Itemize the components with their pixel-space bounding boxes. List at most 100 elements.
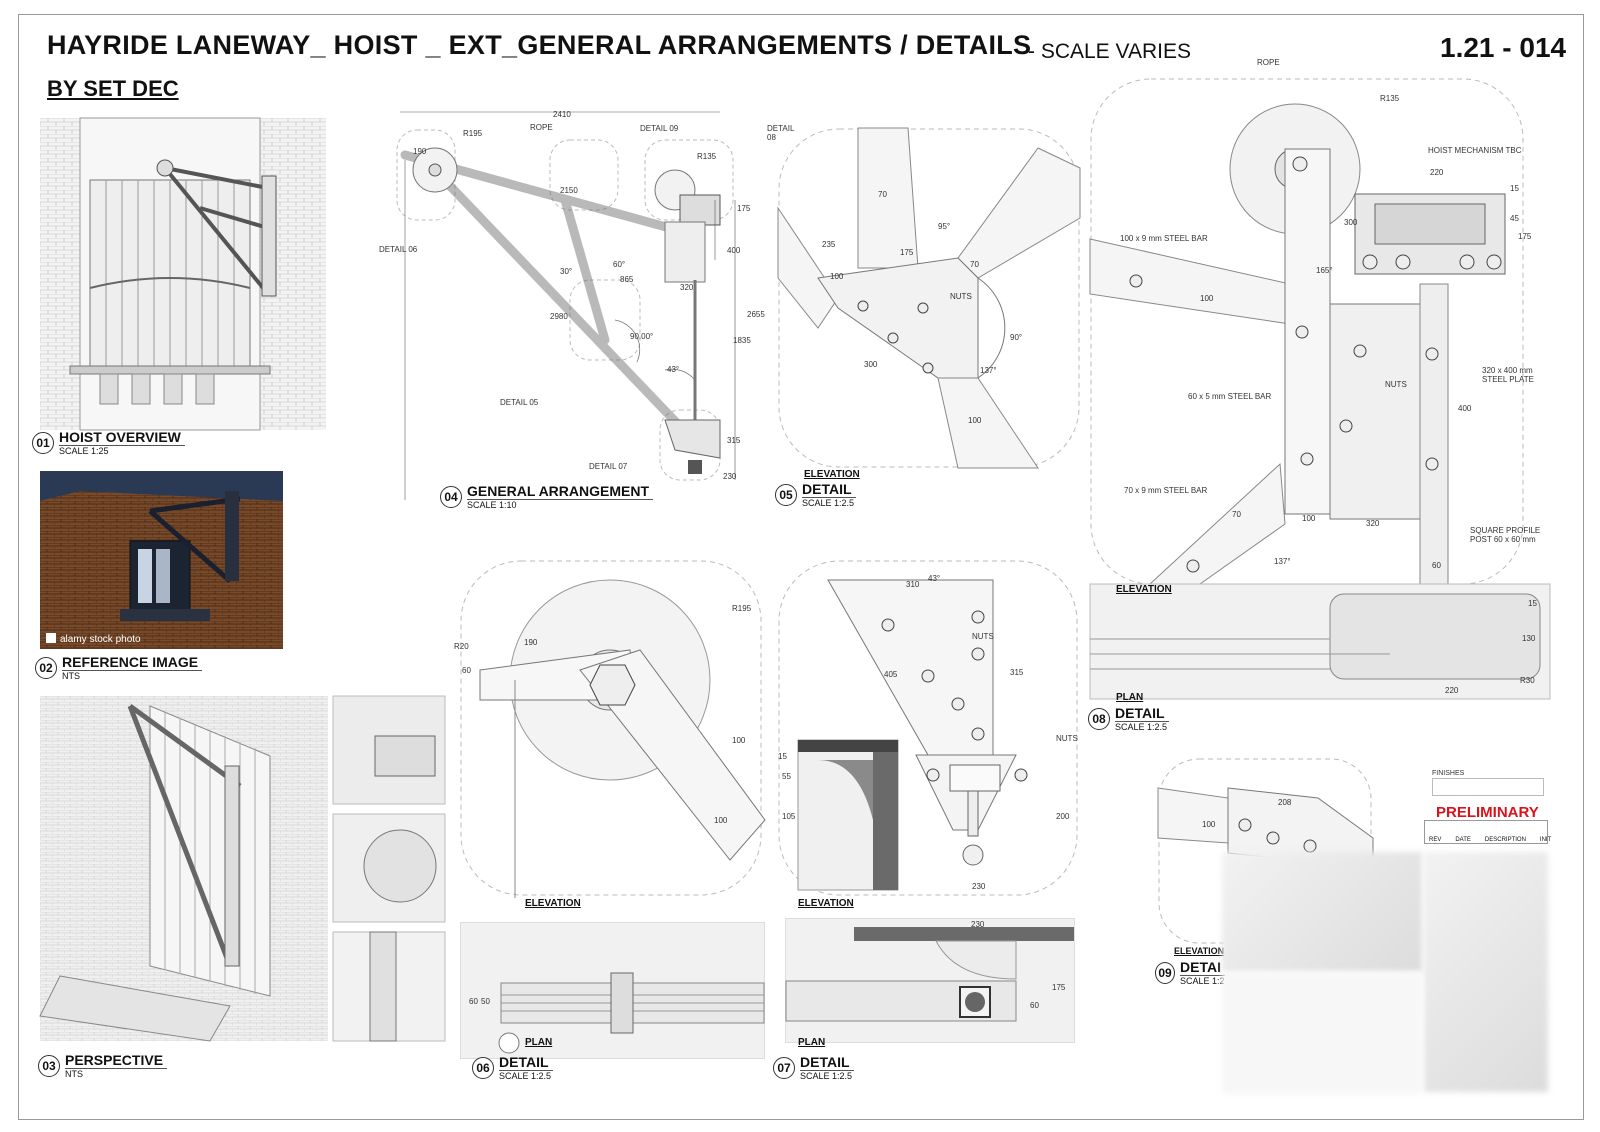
panel-scale: SCALE 1:25 — [59, 446, 109, 456]
panel-title: PERSPECTIVE — [65, 1053, 168, 1069]
dim-label: 130 — [1522, 634, 1536, 643]
dim-label: 400 — [1458, 404, 1472, 413]
photo-watermark: alamy stock photo — [60, 634, 141, 645]
byline: BY SET DEC — [47, 76, 179, 101]
panel-detail-08: ROPE R135 HOIST MECHANISM TBC 220 15 45 … — [1089, 54, 1551, 704]
revision-header: REV DATE DESCRIPTION INIT — [1424, 820, 1552, 844]
angle-label: 95° — [938, 222, 951, 231]
dim-label: 100 — [1202, 820, 1216, 829]
view-label-elevation: ELEVATION — [525, 898, 581, 909]
panel-scale: SCALE 1:2.5 — [1115, 722, 1168, 732]
panel-title: DETAI — [1180, 960, 1225, 976]
dim-label: 300 — [864, 360, 878, 369]
dim-label: 100 — [714, 816, 728, 825]
callout-label: SQUARE PROFILE POST 60 x 60 mm — [1470, 526, 1541, 544]
dim-label: 230 — [972, 882, 986, 891]
view-label-elevation: ELEVATION — [1116, 584, 1172, 595]
panel-scale: SCALE 1:2.5 — [800, 1071, 853, 1081]
dim-label: 70 — [970, 260, 979, 269]
angle-label: 43° — [928, 574, 941, 583]
detail-06-plan-drawing — [498, 972, 765, 1054]
callout-label: DETAIL 07 — [589, 462, 628, 471]
panel-title: DETAIL — [802, 482, 856, 498]
dim-label: 15 — [778, 752, 787, 761]
desc-col: DESCRIPTION — [1484, 837, 1526, 843]
view-label-elevation: ELEVATION — [1174, 946, 1225, 956]
panel-detail-06-elevation: R195 190 R20 60 100 100 — [454, 560, 766, 898]
dim-label: 175 — [1518, 232, 1532, 241]
blurred-region — [1222, 852, 1422, 972]
dim-label: 70 — [878, 190, 887, 199]
dim-label: 865 — [620, 275, 634, 284]
dim-label: R135 — [1380, 94, 1400, 103]
dim-label: 105 — [782, 812, 796, 821]
panel-title: DETAIL — [800, 1055, 854, 1071]
dim-label: 60 — [1030, 1001, 1039, 1010]
view-label-plan: PLAN — [1116, 692, 1144, 703]
panel-scale: SCALE 1:2 — [1180, 976, 1225, 986]
panel-detail-07-plan: 230 60 175 — [785, 918, 1075, 1043]
label-panel-02: 02 REFERENCE IMAGE NTS — [35, 655, 203, 682]
callout-label: ROPE — [1257, 58, 1280, 67]
label-panel-06: 06 DETAIL SCALE 1:2.5 — [472, 1055, 553, 1082]
callout-label: NUTS — [972, 632, 994, 641]
panel-title: REFERENCE IMAGE — [62, 655, 203, 671]
general-arrangement-drawing — [396, 111, 736, 500]
panel-scale: NTS — [62, 671, 80, 681]
panel-number: 03 — [38, 1055, 60, 1077]
dim-label: 400 — [727, 246, 741, 255]
sheet-border — [18, 14, 1584, 1120]
panel-title: GENERAL ARRANGEMENT — [467, 484, 654, 500]
angle-label: 90° — [1010, 333, 1023, 342]
dim-label: R195 — [463, 129, 483, 138]
panel-detail-07-elevation: 310 43° NUTS 405 315 NUTS 200 230 15 55 … — [778, 560, 1080, 898]
panel-perspective — [39, 695, 446, 1042]
callout-label: DETAIL 06 — [379, 245, 418, 254]
hoist-overview-drawing — [40, 117, 326, 431]
panel-reference-image: alamy stock photo — [40, 471, 283, 649]
detail-07-elevation-drawing — [778, 560, 1078, 896]
dim-label: 175 — [900, 248, 914, 257]
detail-05-drawing — [777, 127, 1081, 469]
dim-label: R195 — [732, 604, 752, 613]
panel-number: 01 — [32, 432, 54, 454]
dim-label: 100 — [732, 736, 746, 745]
dim-label: 310 — [906, 580, 920, 589]
detail-07-plan-drawing — [785, 927, 1074, 1022]
dim-label: R20 — [454, 642, 469, 651]
angle-label: 90.00° — [630, 332, 654, 341]
rev-col: REV — [1429, 837, 1442, 843]
dim-label: 230 — [971, 920, 985, 929]
dim-label: 175 — [1052, 983, 1066, 992]
init-col: INIT — [1539, 837, 1552, 843]
callout-label: 100 x 9 mm STEEL BAR — [1120, 234, 1208, 243]
callout-label: NUTS — [1385, 380, 1407, 389]
dim-label: 300 — [1344, 218, 1358, 227]
dim-label: 220 — [1430, 168, 1444, 177]
blurred-title-block — [1424, 852, 1548, 1092]
dim-label: 60 — [469, 997, 478, 1006]
label-panel-05: 05 DETAIL SCALE 1:2.5 — [775, 482, 856, 509]
angle-label: 137° — [980, 366, 997, 375]
dim-label: 190 — [524, 638, 538, 647]
dim-label: 320 — [680, 283, 694, 292]
dim-label: 70 — [1232, 510, 1241, 519]
sheet-number: 1.21 - 014 — [1440, 32, 1567, 63]
callout-label: NUTS — [950, 292, 972, 301]
callout-label: DETAIL 09 — [640, 124, 679, 133]
panel-number: 08 — [1088, 708, 1110, 730]
dim-label: 100 — [1302, 514, 1316, 523]
panel-detail-09: 208 100 — [1157, 758, 1374, 946]
view-label-plan: PLAN — [798, 1037, 826, 1048]
dim-label: 175 — [737, 204, 751, 213]
panel-title: HOIST OVERVIEW — [59, 430, 185, 446]
reference-photo — [40, 471, 283, 649]
dim-label: 208 — [1278, 798, 1292, 807]
callout-label: 60 x 5 mm STEEL BAR — [1188, 392, 1272, 401]
dim-label: 405 — [884, 670, 898, 679]
finishes-box — [1432, 778, 1544, 796]
callout-label: DETAIL 08 — [767, 124, 795, 142]
panel-title: DETAIL — [499, 1055, 553, 1071]
dim-label: 45 — [1510, 214, 1519, 223]
dim-label: 200 — [1056, 812, 1070, 821]
